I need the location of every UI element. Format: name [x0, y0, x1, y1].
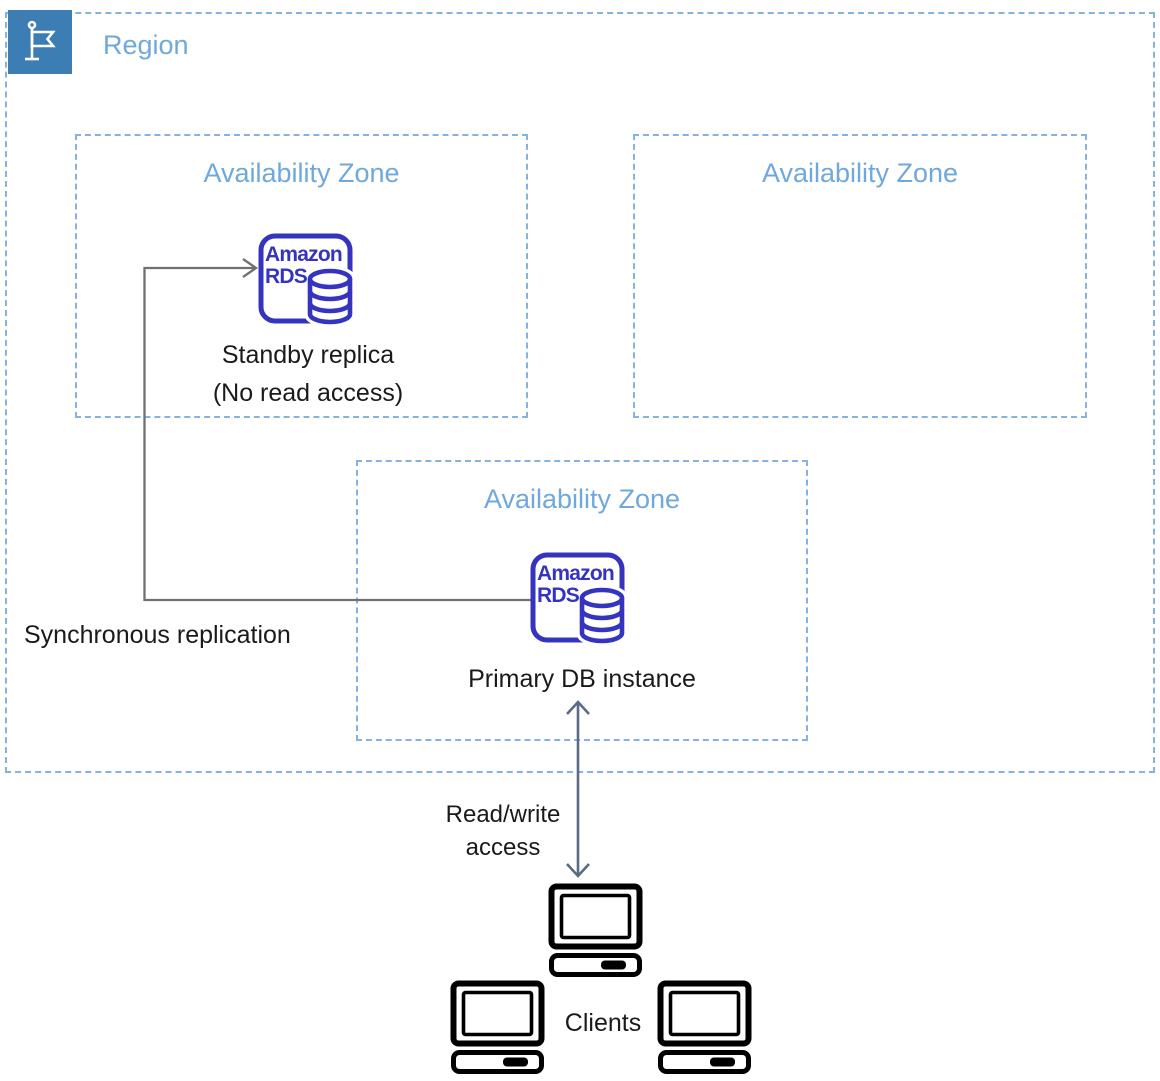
- rds-icon-text-line2: RDS: [265, 265, 308, 288]
- arrowhead-down: [566, 863, 590, 878]
- region-flag-icon: [8, 10, 72, 74]
- availability-zone-label: Availability Zone: [761, 158, 959, 188]
- client-computer-icon: [548, 883, 643, 977]
- read-write-access-label: Read/write access: [445, 801, 561, 861]
- rds-icon-text-line1: Amazon: [265, 243, 342, 266]
- database-cylinder-icon: [307, 268, 353, 325]
- availability-zone-label: Availability Zone: [483, 484, 681, 514]
- amazon-rds-icon-primary: Amazon RDS: [530, 552, 626, 644]
- standby-replica-label: Standby replica (No read access): [212, 341, 404, 407]
- database-cylinder-icon: [579, 587, 625, 644]
- region-box: [5, 12, 1155, 773]
- availability-zone-label: Availability Zone: [203, 158, 400, 188]
- client-computer-icon: [657, 980, 752, 1074]
- rds-icon-text-line2: RDS: [537, 584, 580, 607]
- region-label: Region: [103, 30, 189, 60]
- amazon-rds-icon-standby: Amazon RDS: [258, 233, 354, 325]
- client-computer-icon: [450, 980, 545, 1074]
- rds-icon-text-line1: Amazon: [537, 562, 614, 585]
- synchronous-replication-label: Synchronous replication: [24, 621, 291, 649]
- primary-db-instance-label: Primary DB instance: [468, 665, 696, 693]
- availability-zone-box-empty: Availability Zone: [633, 134, 1087, 418]
- flag-glyph: [25, 20, 56, 61]
- clients-label: Clients: [564, 1009, 642, 1037]
